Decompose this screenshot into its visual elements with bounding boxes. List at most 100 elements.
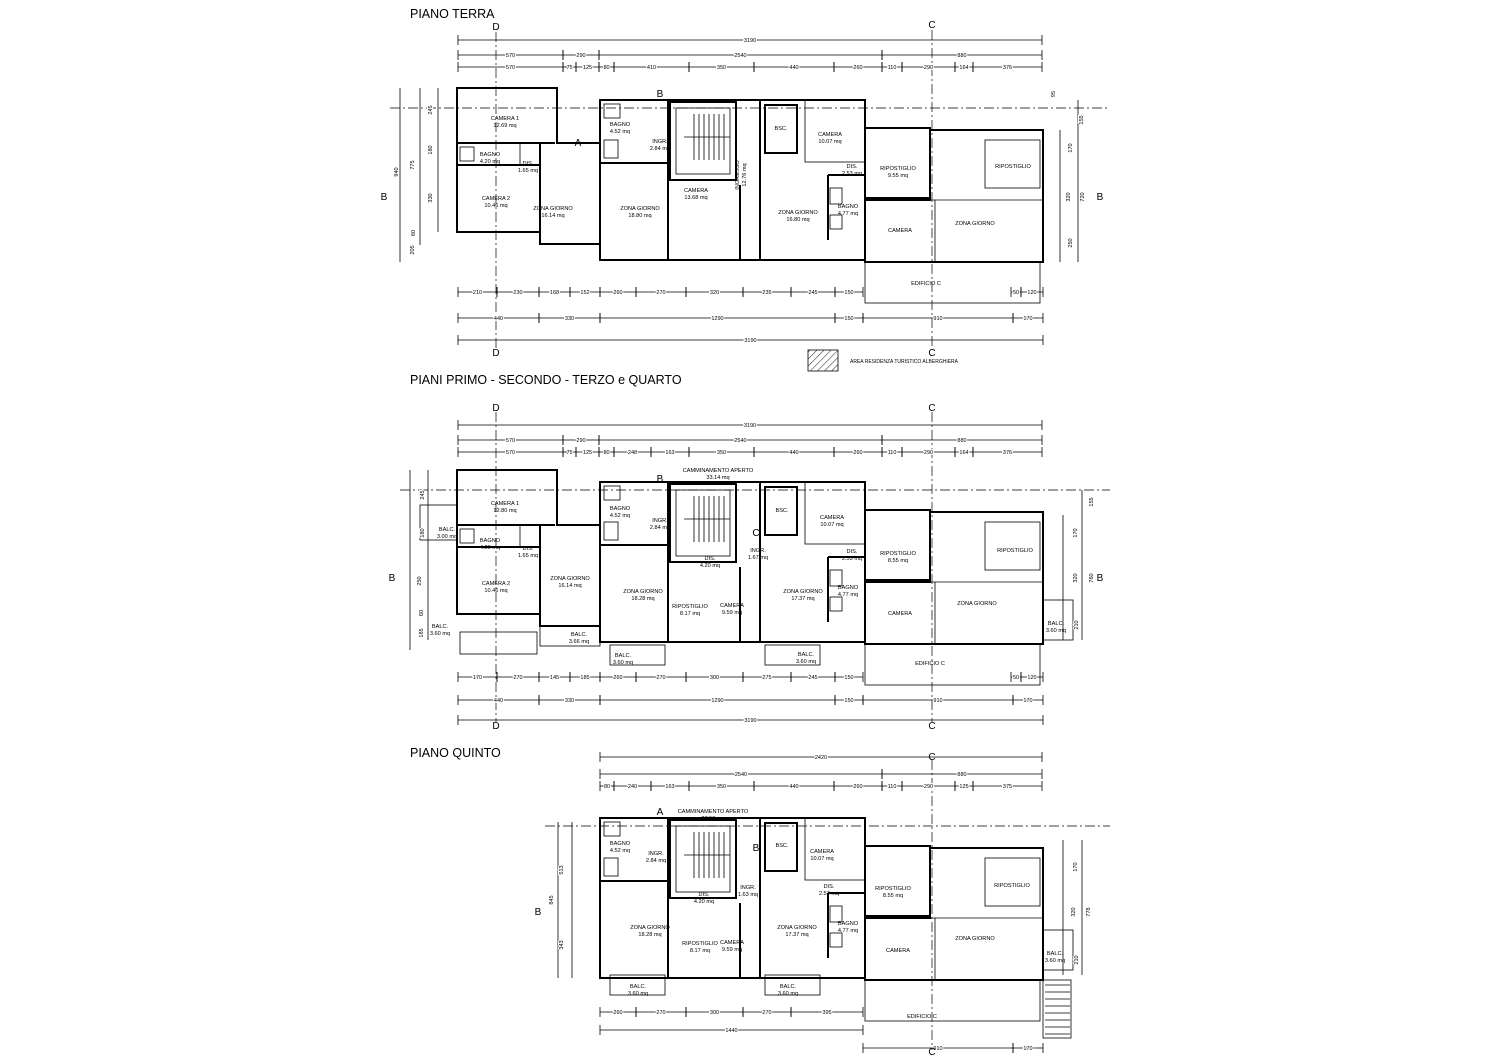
side-dimension-label: 330 <box>428 193 434 202</box>
room-area: 3.60 mq <box>796 659 816 665</box>
room-name: ZONA GIORNO <box>550 576 590 582</box>
section-marker: D <box>492 348 499 359</box>
dimension-label: 150 <box>844 675 853 681</box>
side-dimension-label: 245 <box>420 490 426 499</box>
room-name: ZONA GIORNO <box>955 936 995 942</box>
dimension-label: 110 <box>888 450 897 456</box>
room-area: 13.68 mq <box>684 195 707 201</box>
room-area: 18.28 mq <box>638 932 661 938</box>
dimension-label: 270 <box>656 1010 665 1016</box>
room-name: BALC. <box>780 984 797 990</box>
room-area: 18.28 mq <box>631 596 654 602</box>
room-name: BAGNO <box>480 152 501 158</box>
room-name: CAMERA <box>720 603 744 609</box>
side-dimension-label: 245 <box>428 105 434 114</box>
hotel-room-walls <box>984 857 1041 907</box>
shower-icon <box>603 139 619 159</box>
room-name: BAGNO <box>480 538 501 544</box>
dimension-label: 440 <box>494 698 503 704</box>
room-area: 3.66 mq <box>569 639 589 645</box>
room-area: 10.46 mq <box>484 203 507 209</box>
room-area: 9.55 mq <box>888 173 908 179</box>
room-area: 33.14 mq <box>706 475 729 481</box>
side-dimension-label: 60 <box>419 610 425 616</box>
dimension-label: 230 <box>513 290 522 296</box>
dimension-label: 2540 <box>734 53 746 59</box>
room-area: 4.52 mq <box>610 129 630 135</box>
dimension-label: 270 <box>656 675 665 681</box>
room-name: CAMERA <box>684 188 708 194</box>
room-name: ZONA GIORNO <box>623 589 663 595</box>
section-marker: B <box>389 573 396 584</box>
dimension-label: 260 <box>853 65 862 71</box>
room-area: 8.55 mq <box>883 893 903 899</box>
room-area: 3.60 mq <box>430 631 450 637</box>
toilet-icon <box>829 187 843 205</box>
room-area: 2.53 mq <box>842 556 862 562</box>
section-marker: C <box>752 528 759 539</box>
room-name: EDIFICIO C <box>907 1014 937 1020</box>
room-name: ZONA GIORNO <box>630 925 670 931</box>
side-dimension-label: 320 <box>1071 907 1077 916</box>
room-name: DIS. <box>824 884 835 890</box>
shower-icon <box>829 214 843 230</box>
external-stair <box>1042 979 1072 1039</box>
dimension-label: 248 <box>628 450 637 456</box>
dimension-label: 320 <box>710 290 719 296</box>
section-marker: B <box>657 89 664 100</box>
dimension-label: 570 <box>506 450 515 456</box>
room-area: 2.84 mq <box>650 525 670 531</box>
dimension-label: 245 <box>808 675 817 681</box>
room-name: BAGNO <box>838 921 859 927</box>
balcony-hotel <box>1042 599 1074 641</box>
dimension-label: 570 <box>506 438 515 444</box>
lift-shaft <box>764 104 798 154</box>
legend-label: AREA RESIDENZA TURISTICO ALBERGHIERA <box>850 359 959 365</box>
dimension-label: 2540 <box>734 438 746 444</box>
balcony-left-bottom <box>459 631 538 655</box>
room-area: 8.17 mq <box>680 611 700 617</box>
room-area: 4.77 mq <box>838 592 858 598</box>
section-marker: A <box>657 807 664 818</box>
dimension-label: 168 <box>550 290 559 296</box>
room-area: 16.14 mq <box>541 213 564 219</box>
dimension-label: 440 <box>494 316 503 322</box>
dimension-label: 300 <box>710 675 719 681</box>
dimension-label: 150 <box>844 290 853 296</box>
room-name: EDIFICIO C <box>911 281 941 287</box>
room-name: ZONA GIORNO <box>620 206 660 212</box>
dimension-label: 300 <box>710 1010 719 1016</box>
shower-icon <box>829 932 843 948</box>
dimension-label: 880 <box>957 53 966 59</box>
room-area: 4.52 mq <box>610 513 630 519</box>
room-area: 10.07 mq <box>810 856 833 862</box>
side-dimension-label: 775 <box>410 160 416 169</box>
room-name: CAMERA <box>818 132 842 138</box>
room-area: 3.60 mq <box>1046 628 1066 634</box>
side-dimension-label: 210 <box>1074 955 1080 964</box>
section-marker: B <box>381 192 388 203</box>
room-name: INGR. <box>648 851 664 857</box>
room-name: CAMERA 2 <box>482 581 510 587</box>
room-name: BAGNO <box>610 122 631 128</box>
plan-title-ground-floor: PIANO TERRA <box>410 7 495 21</box>
room-name: CAMMINAMENTO APERTO <box>678 809 749 815</box>
room-name: RIPOSTIGLIO <box>995 164 1031 170</box>
toilet-icon <box>829 905 843 923</box>
room-name: BAGNO <box>610 841 631 847</box>
section-marker: B <box>535 907 542 918</box>
dimension-label: 350 <box>717 65 726 71</box>
room-name: EDIFICIO C <box>915 661 945 667</box>
dimension-label: 395 <box>822 1010 831 1016</box>
room-area: 2.53 mq <box>842 171 862 177</box>
balcony-right <box>764 644 821 666</box>
dimension-label: 375 <box>1003 784 1012 790</box>
hotel-room-walls <box>984 521 1041 571</box>
balcony-zona-giorno <box>539 625 601 647</box>
room-area: 3.60 mq <box>778 991 798 997</box>
room-name: DIS. <box>847 549 858 555</box>
dimension-label: 350 <box>717 784 726 790</box>
side-dimension-label: 60 <box>411 230 417 236</box>
room-name: DIS. <box>523 161 534 167</box>
